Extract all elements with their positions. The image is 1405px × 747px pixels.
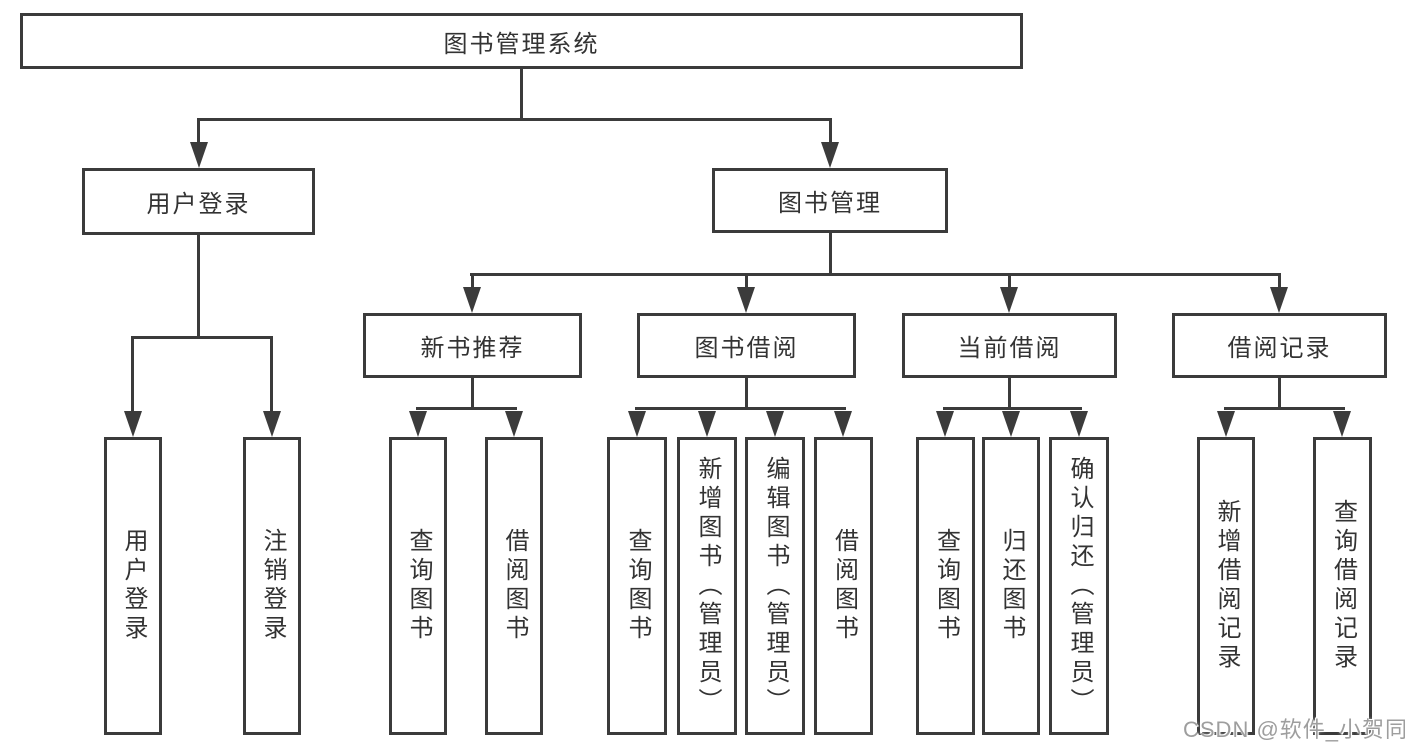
arrow-down-icon [1217,411,1235,437]
arrow-down-icon [628,411,646,437]
connector-book-mgmt-split [470,273,1281,276]
node-br-query: 查询借阅记录 [1313,437,1372,735]
connector-user-login-split [131,336,273,339]
arrow-down-icon [698,411,716,437]
arrow-down-icon [1000,287,1018,313]
node-ul-logout-label: 注销登录 [259,528,286,644]
node-bb-query: 查询图书 [607,437,667,735]
connector-new-books-stem [471,378,474,410]
node-nb-query: 查询图书 [389,437,447,735]
arrow-down-icon [409,411,427,437]
node-ul-login: 用户登录 [104,437,162,735]
connector-drop-book-borrow [745,273,748,291]
node-cb-confirm-label: 确认归还（管理员） [1066,455,1093,717]
connector-drop-user-login [197,118,200,148]
node-book-borrow-label: 图书借阅 [694,335,799,362]
arrow-down-icon [834,411,852,437]
node-user-login: 用户登录 [82,168,315,235]
connector-root-stem [520,68,523,121]
connector-drop-new-books [471,273,474,291]
node-ul-login-label: 用户登录 [120,528,147,644]
node-book-mgmt-label: 图书管理 [778,190,882,217]
arrow-down-icon [505,411,523,437]
connector-drop-current-borrow [1008,273,1011,291]
connector-borrow-records-split [1224,407,1345,410]
node-cb-return-label: 归还图书 [998,528,1025,644]
arrow-down-icon [821,142,839,168]
arrow-down-icon [766,411,784,437]
connector-drop-ul-logout [270,336,273,416]
node-br-query-label: 查询借阅记录 [1329,499,1357,673]
arrow-down-icon [1070,411,1088,437]
connector-drop-borrow-records [1278,273,1281,291]
connector-book-borrow-stem [745,378,748,410]
node-root-label: 图书管理系统 [443,30,600,58]
node-cb-return: 归还图书 [982,437,1040,735]
arrow-down-icon [1333,411,1351,437]
node-borrow-records: 借阅记录 [1172,313,1387,378]
node-new-books: 新书推荐 [363,313,582,378]
node-bb-query-label: 查询图书 [624,528,651,644]
node-bb-edit-label: 编辑图书（管理员） [762,455,789,717]
connector-current-borrow-stem [1008,378,1011,410]
node-ul-logout: 注销登录 [243,437,301,735]
node-nb-borrow-label: 借阅图书 [501,528,528,644]
connector-new-books-split [416,407,517,410]
node-br-add-label: 新增借阅记录 [1213,499,1240,673]
arrow-down-icon [190,142,208,168]
arrow-down-icon [124,411,142,437]
connector-book-borrow-split [635,407,846,410]
arrow-down-icon [1270,287,1288,313]
node-cb-query: 查询图书 [916,437,975,735]
arrow-down-icon [1002,411,1020,437]
node-user-login-label: 用户登录 [146,191,251,218]
connector-drop-book-mgmt [829,118,832,148]
node-bb-edit: 编辑图书（管理员） [745,437,805,735]
node-new-books-label: 新书推荐 [420,335,525,362]
connector-borrow-records-stem [1278,378,1281,410]
node-nb-borrow: 借阅图书 [485,437,543,735]
node-book-borrow: 图书借阅 [637,313,856,378]
node-bb-borrow-label: 借阅图书 [830,528,858,644]
node-bb-borrow: 借阅图书 [814,437,873,735]
connector-drop-ul-login [131,336,134,416]
node-book-mgmt: 图书管理 [712,168,948,233]
node-bb-add-label: 新增图书（管理员） [694,455,721,717]
node-current-borrow: 当前借阅 [902,313,1117,378]
connector-book-mgmt-stem [829,232,832,276]
arrow-down-icon [737,287,755,313]
csdn-watermark: CSDN @软件_小贺同学 [1183,717,1405,742]
node-root: 图书管理系统 [20,13,1023,69]
node-current-borrow-label: 当前借阅 [957,335,1062,362]
connector-root-split [197,118,832,121]
node-borrow-records-label: 借阅记录 [1227,335,1332,362]
arrow-down-icon [463,287,481,313]
node-bb-add: 新增图书（管理员） [677,437,737,735]
connector-current-borrow-split [943,407,1082,410]
node-cb-confirm: 确认归还（管理员） [1049,437,1109,735]
connector-user-login-stem [197,235,200,339]
node-nb-query-label: 查询图书 [405,528,432,644]
arrow-down-icon [936,411,954,437]
arrow-down-icon [263,411,281,437]
node-br-add: 新增借阅记录 [1197,437,1255,735]
node-cb-query-label: 查询图书 [932,528,960,644]
